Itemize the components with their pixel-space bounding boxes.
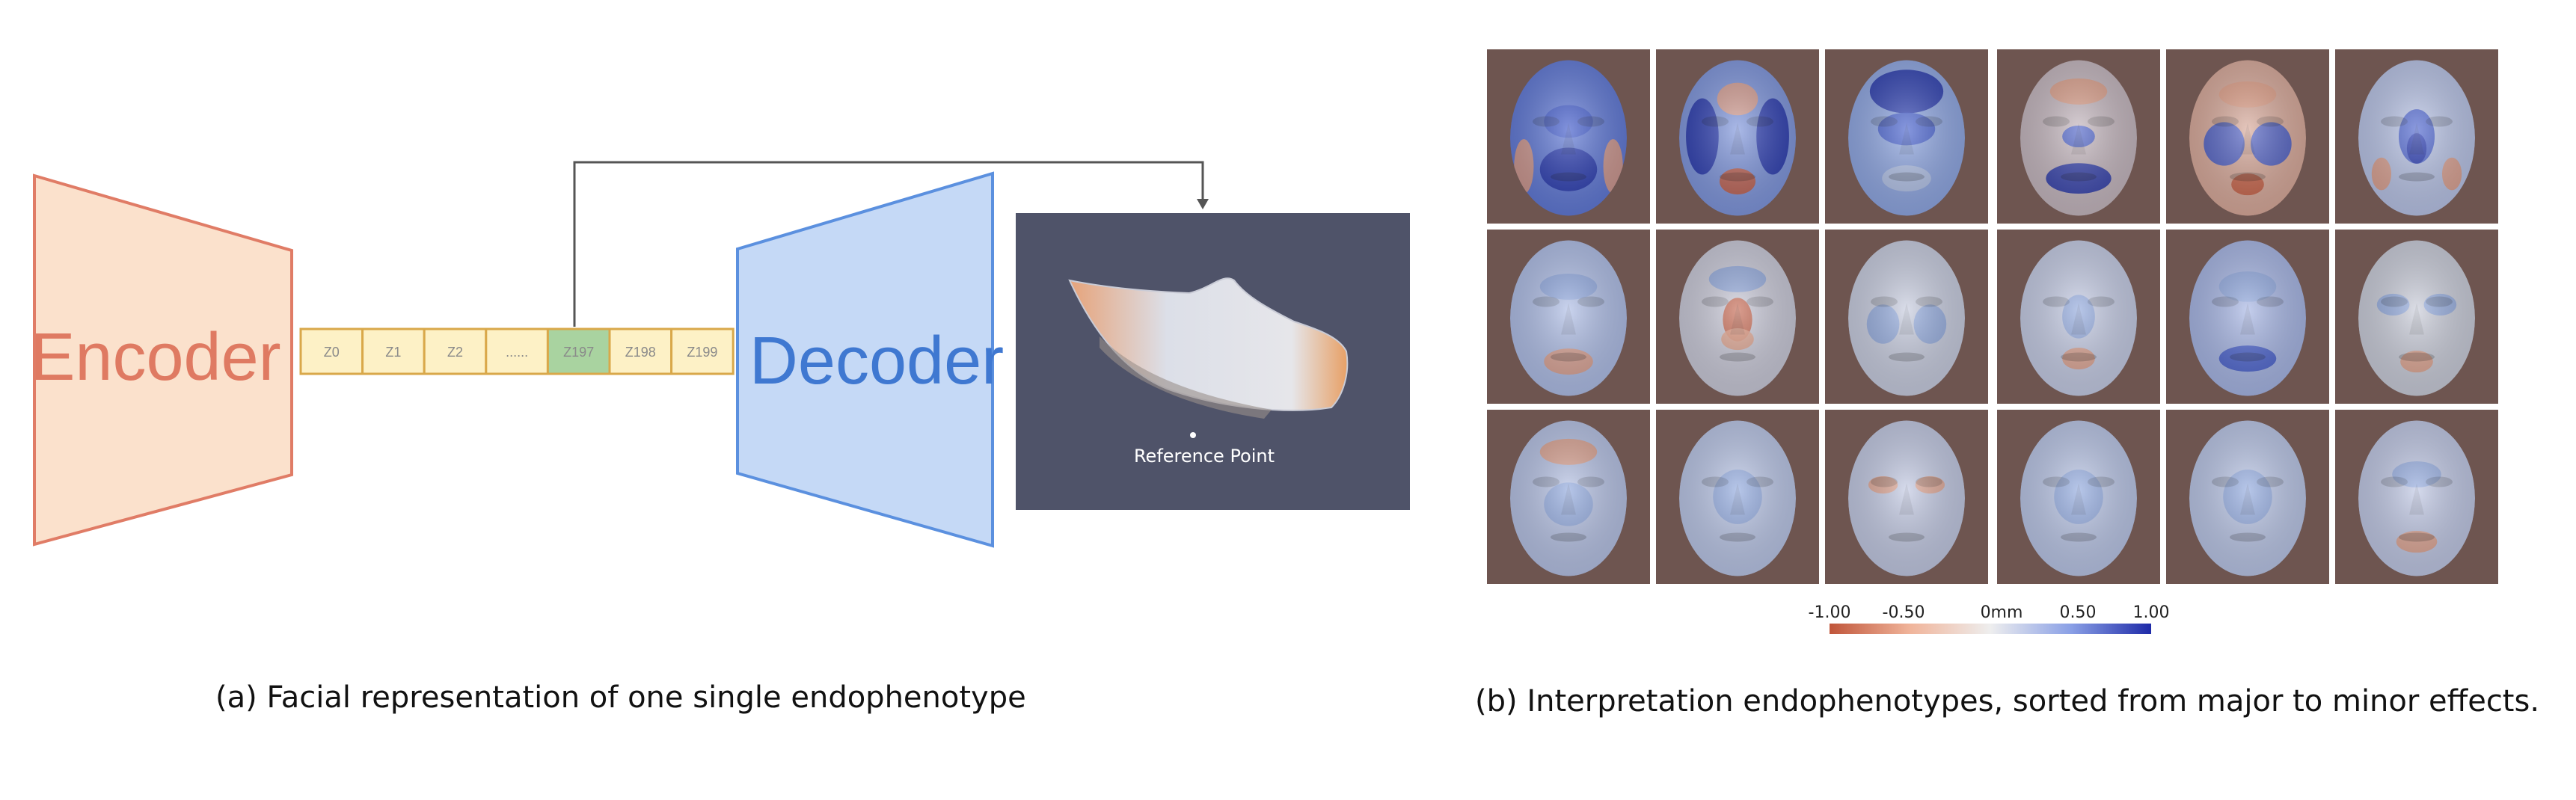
encoder-block: Encoder xyxy=(30,173,293,547)
caption-b: (b) Interpretation endophenotypes, sorte… xyxy=(1475,684,2540,719)
face-tile xyxy=(1487,230,1650,404)
colorbar-tick-label: 0mm xyxy=(1981,603,2023,622)
latent-cell-label: Z197 xyxy=(563,345,594,360)
colorbar-gradient xyxy=(1830,624,2151,634)
latent-cell-label: ...... xyxy=(506,345,528,360)
face-tile xyxy=(1656,49,1819,224)
face-tile xyxy=(2166,49,2329,224)
face-tile xyxy=(1825,410,1988,584)
reference-viewer: Reference Point xyxy=(1016,213,1410,510)
reference-point-label: Reference Point xyxy=(1134,446,1275,467)
latent-cell xyxy=(546,327,611,375)
latent-cell xyxy=(485,327,549,375)
face-tile xyxy=(2335,230,2498,404)
face-tile xyxy=(1656,230,1819,404)
face-tile xyxy=(1656,410,1819,584)
colorbar-tick-label: -0.50 xyxy=(1883,603,1925,622)
skip-connection-arrow xyxy=(573,161,1209,327)
face-tile xyxy=(2166,410,2329,584)
face-tile xyxy=(1997,49,2160,224)
face-tile xyxy=(1997,410,2160,584)
latent-cell-label: Z199 xyxy=(687,345,717,360)
face-tile xyxy=(2335,49,2498,224)
face-tile xyxy=(1487,410,1650,584)
latent-cell-label: Z2 xyxy=(447,345,463,360)
face-tile xyxy=(1825,230,1988,404)
encoder-trapezoid xyxy=(33,173,293,547)
reference-point-dot xyxy=(1190,432,1196,438)
colorbar-ticks: -1.00 -0.50 0mm 0.50 1.00 xyxy=(1809,603,2170,622)
colorbar-tick-label: 1.00 xyxy=(2133,603,2170,622)
decoder-block: Decoder xyxy=(736,171,1004,548)
face-tile xyxy=(1825,49,1988,224)
latent-cell xyxy=(423,327,488,375)
colorbar: -1.00 -0.50 0mm 0.50 1.00 xyxy=(1809,603,2170,634)
colorbar-tick-label: 0.50 xyxy=(2060,603,2097,622)
face-tile xyxy=(2335,410,2498,584)
latent-vector: Z0 Z1 Z2...... Z197 Z198 Z199 xyxy=(299,327,735,375)
decoder-label: Decoder xyxy=(749,324,1004,399)
face-tile xyxy=(1997,230,2160,404)
decoder-trapezoid xyxy=(736,171,994,548)
latent-cell-label: Z1 xyxy=(385,345,401,360)
latent-cell xyxy=(670,327,735,375)
face-tile xyxy=(2166,230,2329,404)
latent-cell xyxy=(361,327,426,375)
caption-a: (a) Facial representation of one single … xyxy=(215,680,1026,715)
latent-cell xyxy=(608,327,673,375)
colorbar-tick-label: -1.00 xyxy=(1809,603,1851,622)
latent-cell-label: Z0 xyxy=(324,345,340,360)
latent-cell-label: Z198 xyxy=(625,345,656,360)
encoder-label: Encoder xyxy=(30,320,280,395)
latent-cell xyxy=(299,327,364,375)
face-grid xyxy=(1487,49,2498,584)
face-tile xyxy=(1487,49,1650,224)
